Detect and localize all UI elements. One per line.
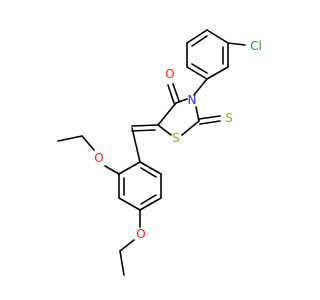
bond bbox=[119, 250, 125, 276]
bond bbox=[157, 102, 177, 126]
carbonyl-bond bbox=[167, 84, 175, 104]
para-ether-oxygen-label: O bbox=[136, 227, 145, 241]
diethoxyphenyl-ring bbox=[118, 161, 162, 211]
exocyclic-double-bond bbox=[131, 129, 156, 132]
bond bbox=[118, 161, 141, 175]
bond bbox=[139, 197, 162, 211]
bond bbox=[104, 165, 120, 175]
bond bbox=[186, 29, 208, 44]
bond bbox=[139, 161, 162, 175]
structure-svg: Cl N O S S O O bbox=[57, 29, 262, 276]
carbonyl-oxygen-label: O bbox=[165, 67, 174, 81]
nitrogen-atom-label: N bbox=[188, 93, 197, 107]
bond bbox=[119, 239, 135, 252]
bond bbox=[206, 29, 229, 44]
bond bbox=[175, 98, 188, 104]
c-cl-bond bbox=[227, 42, 246, 46]
double-bond-inner bbox=[191, 35, 208, 47]
vinyl-aryl-bond bbox=[131, 127, 141, 163]
exocyclic-double-bond bbox=[131, 124, 159, 127]
bond bbox=[57, 135, 83, 142]
double-bond-inner bbox=[140, 194, 157, 205]
chlorine-atom-label: Cl bbox=[250, 39, 262, 53]
double-bond-inner bbox=[191, 63, 208, 74]
molecule-diagram: Cl N O S S O O bbox=[57, 29, 262, 276]
thione-bond bbox=[198, 115, 221, 120]
ortho-ethoxy-group bbox=[57, 135, 120, 175]
bond bbox=[157, 124, 172, 136]
bond bbox=[118, 197, 141, 211]
carbonyl-bond bbox=[172, 83, 180, 102]
ring-sulfur-label: S bbox=[172, 131, 180, 145]
double-bond-inner bbox=[140, 167, 157, 178]
thione-sulfur-label: S bbox=[225, 111, 233, 125]
n-aryl-bond bbox=[193, 78, 208, 96]
para-ethoxy-group bbox=[119, 209, 141, 276]
bond bbox=[206, 66, 229, 80]
chlorophenyl-ring bbox=[186, 29, 229, 80]
bond bbox=[81, 135, 95, 151]
ortho-ether-oxygen-label: O bbox=[94, 151, 103, 165]
bond bbox=[181, 120, 200, 136]
thione-bond bbox=[199, 120, 221, 125]
bond bbox=[186, 66, 208, 80]
